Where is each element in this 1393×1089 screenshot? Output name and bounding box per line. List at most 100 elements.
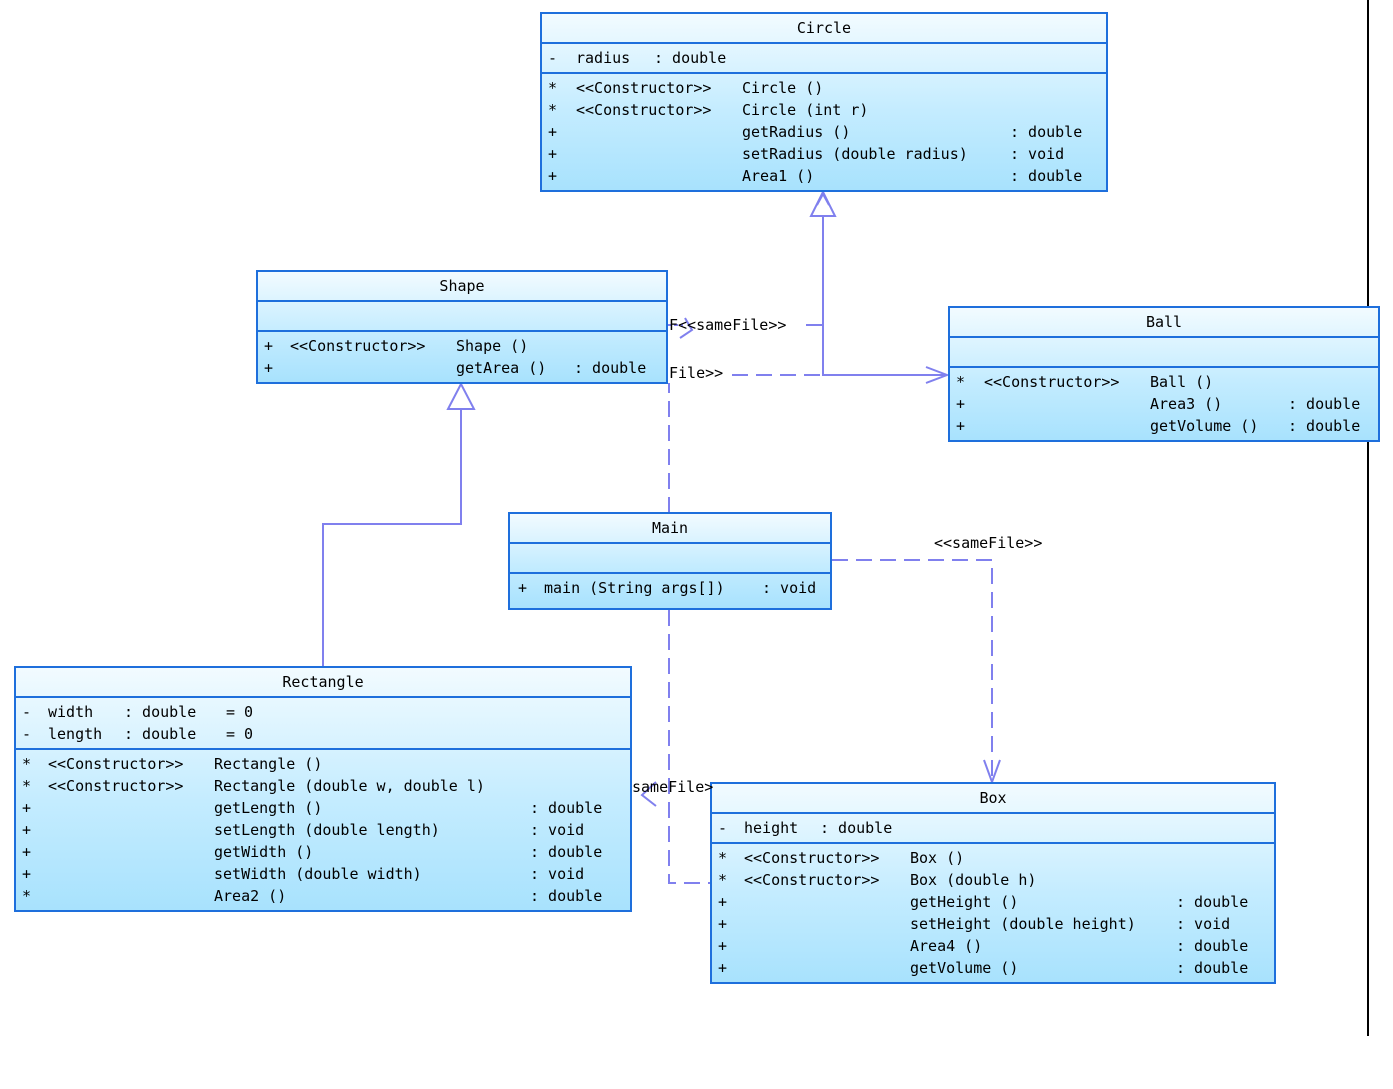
operation-return: : double <box>1288 395 1361 413</box>
operation-signature: Rectangle () <box>214 755 323 773</box>
canvas-right-border <box>1367 0 1369 1036</box>
dependency-arrowhead-rectangle <box>640 781 657 807</box>
operation-signature: getLength () <box>214 799 323 817</box>
operation-signature: Box (double h) <box>910 871 1037 889</box>
visibility-marker: - <box>22 703 32 721</box>
visibility-marker: + <box>718 893 728 911</box>
operation-row: + <<Constructor>> Shape () <box>258 335 666 357</box>
operation-return: : double <box>1288 417 1361 435</box>
operation-row: + main (String args[]) : void <box>510 577 830 599</box>
class-circle[interactable]: Circle - radius : double * <<Constructor… <box>540 12 1108 192</box>
operation-row: + setHeight (double height) : void <box>712 913 1274 935</box>
attribute-name: width <box>48 703 94 721</box>
operation-signature: getRadius () <box>742 123 851 141</box>
operations-section: * <<Constructor>> Box () * <<Constructor… <box>712 844 1274 982</box>
attribute-name: length <box>48 725 103 743</box>
attributes-section <box>950 338 1378 368</box>
operation-signature: setRadius (double radius) <box>742 145 968 163</box>
class-shape[interactable]: Shape + <<Constructor>> Shape () + getAr… <box>256 270 668 384</box>
visibility-marker: + <box>548 145 558 163</box>
class-name: Box <box>712 784 1274 814</box>
operation-row: + Area3 () : double <box>950 393 1378 415</box>
visibility-marker: + <box>548 123 558 141</box>
operation-return: : double <box>1176 959 1249 977</box>
visibility-marker: * <box>548 101 558 119</box>
class-ball[interactable]: Ball * <<Constructor>> Ball () + Area3 (… <box>948 306 1380 442</box>
attribute-type: : double <box>820 819 893 837</box>
operation-row: * <<Constructor>> Rectangle () <box>16 753 630 775</box>
operation-signature: Circle (int r) <box>742 101 869 119</box>
operation-return: : double <box>530 799 603 817</box>
operation-stereotype: <<Constructor>> <box>290 337 426 355</box>
visibility-marker: + <box>22 865 32 883</box>
visibility-marker: + <box>264 337 274 355</box>
dependency-main-rectangle <box>668 610 710 884</box>
class-box[interactable]: Box - height : double * <<Constructor>> … <box>710 782 1276 984</box>
visibility-marker: * <box>22 777 32 795</box>
attribute-type: : double <box>124 725 197 743</box>
operation-signature: getVolume () <box>1150 417 1259 435</box>
visibility-marker: + <box>22 799 32 817</box>
dependency-main-box <box>832 559 993 780</box>
operation-signature: Shape () <box>456 337 529 355</box>
visibility-marker: + <box>22 821 32 839</box>
operation-stereotype: <<Constructor>> <box>48 777 184 795</box>
visibility-marker: + <box>718 915 728 933</box>
operation-signature: Rectangle (double w, double l) <box>214 777 485 795</box>
operation-signature: setHeight (double height) <box>910 915 1136 933</box>
class-rectangle[interactable]: Rectangle - width : double = 0 - length … <box>14 666 632 912</box>
visibility-marker: + <box>718 937 728 955</box>
class-name: Rectangle <box>16 668 630 698</box>
operation-row: + getVolume () : double <box>712 957 1274 979</box>
operation-signature: main (String args[]) <box>544 579 725 597</box>
operation-return: : double <box>1176 937 1249 955</box>
operation-return: : void <box>762 579 817 597</box>
class-name: Circle <box>542 14 1106 44</box>
operation-signature: Circle () <box>742 79 824 97</box>
uml-class-diagram: Circle - radius : double * <<Constructor… <box>14 0 1380 1036</box>
operations-section: * <<Constructor>> Rectangle () * <<Const… <box>16 750 630 910</box>
operation-signature: Ball () <box>1150 373 1214 391</box>
visibility-marker: + <box>264 359 274 377</box>
operation-signature: setLength (double length) <box>214 821 440 839</box>
operation-signature: getWidth () <box>214 843 314 861</box>
attribute-row: - height : double <box>712 817 1274 839</box>
visibility-marker: * <box>956 373 966 391</box>
operation-stereotype: <<Constructor>> <box>576 101 712 119</box>
operations-section: + <<Constructor>> Shape () + getArea () … <box>258 332 666 382</box>
operation-row: * <<Constructor>> Box (double h) <box>712 869 1274 891</box>
dependency-arrowhead-ball <box>925 366 950 384</box>
operation-row: + getArea () : double <box>258 357 666 379</box>
operation-return: : void <box>1176 915 1231 933</box>
operation-return: : void <box>530 821 585 839</box>
operation-row: + getVolume () : double <box>950 415 1378 437</box>
samefile-label-shape-ball-lower: File>> <box>669 364 724 382</box>
visibility-marker: * <box>718 849 728 867</box>
operation-stereotype: <<Constructor>> <box>744 849 880 867</box>
operation-stereotype: <<Constructor>> <box>984 373 1120 391</box>
operation-signature: Box () <box>910 849 965 867</box>
visibility-marker: - <box>22 725 32 743</box>
visibility-marker: * <box>718 871 728 889</box>
operation-signature: setWidth (double width) <box>214 865 422 883</box>
visibility-marker: + <box>548 167 558 185</box>
operation-return: : void <box>1010 145 1065 163</box>
class-name: Ball <box>950 308 1378 338</box>
operation-return: : double <box>1176 893 1249 911</box>
operation-row: + getLength () : double <box>16 797 630 819</box>
attribute-name: height <box>744 819 799 837</box>
visibility-marker: + <box>22 843 32 861</box>
operation-row: * <<Constructor>> Ball () <box>950 371 1378 393</box>
attribute-row: - width : double = 0 <box>16 701 630 723</box>
operation-row: + Area1 () : double <box>542 165 1106 187</box>
operation-row: + getHeight () : double <box>712 891 1274 913</box>
class-main[interactable]: Main + main (String args[]) : void <box>508 512 832 610</box>
operation-return: : double <box>574 359 647 377</box>
generalization-ball-circle <box>822 216 947 376</box>
operation-row: + setRadius (double radius) : void <box>542 143 1106 165</box>
dependency-arrowhead-shape <box>679 317 694 339</box>
samefile-label-shape-ball: F<<sameFile>> <box>669 316 787 334</box>
operation-stereotype: <<Constructor>> <box>744 871 880 889</box>
attributes-section <box>258 302 666 332</box>
operation-stereotype: <<Constructor>> <box>576 79 712 97</box>
